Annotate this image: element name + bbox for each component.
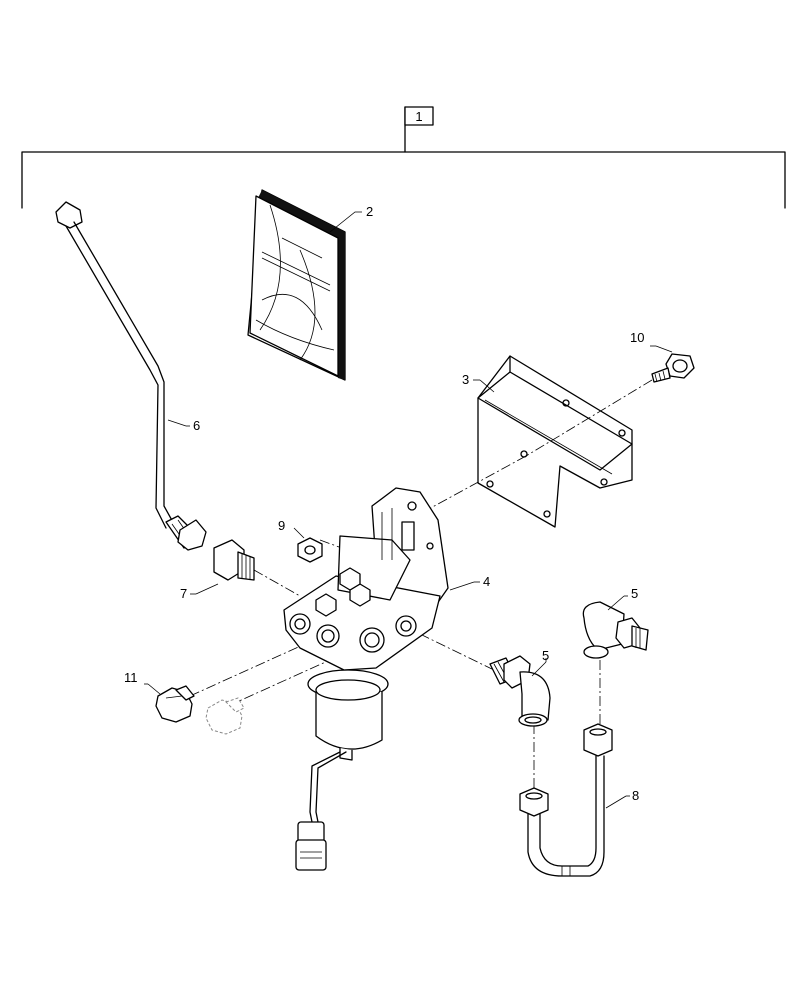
plug [155, 685, 195, 723]
bolt [651, 353, 695, 383]
filter-head-assembly [283, 487, 449, 671]
callout-6: 6 [193, 418, 200, 433]
callout-11: 11 [124, 670, 138, 685]
callout-8: 8 [632, 788, 639, 803]
steel-line [55, 201, 207, 551]
ghost-plug [205, 697, 245, 735]
electrical-connector [295, 821, 327, 871]
callout-1: 1 [415, 109, 422, 124]
u-shaped-line [519, 723, 613, 877]
instructions-booklet [247, 189, 346, 381]
callout-7: 7 [180, 586, 187, 601]
callout-5-lower: 5 [542, 648, 549, 663]
callout-10: 10 [630, 330, 644, 345]
elbow-fitting-lower [489, 655, 551, 727]
callout-4: 4 [483, 574, 490, 589]
adapter-fitting [213, 539, 255, 581]
callout-9: 9 [278, 518, 285, 533]
callout-2: 2 [366, 204, 373, 219]
nut [297, 537, 323, 563]
filter-canister [307, 669, 389, 823]
callout-box-1 [404, 106, 434, 126]
mounting-bracket [477, 355, 633, 528]
kit-bracket [21, 106, 786, 209]
elbow-fitting-upper [582, 601, 649, 659]
callout-3: 3 [462, 372, 469, 387]
callout-5-upper: 5 [631, 586, 638, 601]
